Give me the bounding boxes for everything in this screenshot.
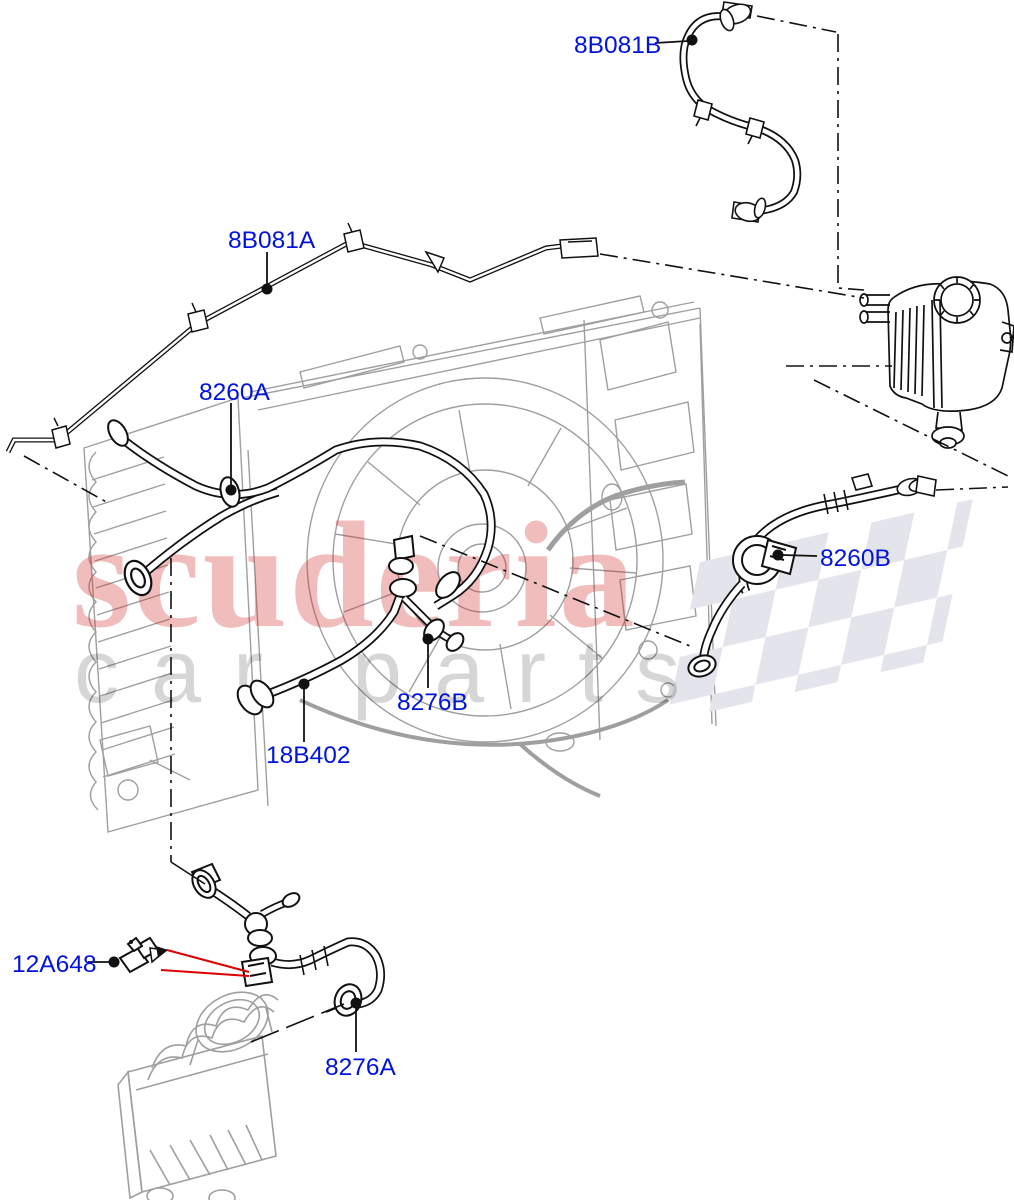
red-pointer-arrows [160, 949, 250, 977]
part-label-8260a[interactable]: 8260A [199, 379, 271, 406]
link-line-solid [170, 861, 206, 885]
watermark-tagline: car parts [74, 622, 712, 722]
sensor-12a648 [118, 936, 168, 974]
hose-8276a-assembly [190, 862, 386, 1017]
part-label-18b402[interactable]: 18B402 [266, 742, 350, 769]
degas-hose-8b081a [5, 222, 599, 454]
hose-8260a [107, 419, 496, 610]
part-label-12a648[interactable]: 12A648 [12, 951, 96, 978]
watermark-brand: scuderia [72, 491, 637, 659]
part-label-8b081a[interactable]: 8B081A [228, 227, 316, 254]
part-label-8b081b[interactable]: 8B081B [574, 32, 661, 59]
hose-8260b [687, 473, 937, 678]
radiator-fan-carrier-structure [83, 295, 717, 1200]
radiator-hoses-center [107, 419, 496, 716]
leader-dots [108, 34, 784, 1009]
part-label-8260b[interactable]: 8260B [820, 545, 891, 572]
expansion-tank [859, 276, 1014, 449]
dash-dot-lines [23, 15, 1009, 1043]
fan-spokes [334, 409, 637, 710]
part-label-8276a[interactable]: 8276A [325, 1054, 397, 1081]
intercooler [117, 991, 279, 1200]
part-number-labels: 8B081B 8B081A 8260A 8260B 8276B 18B402 1… [12, 32, 891, 1081]
hose-18b402 [236, 534, 417, 716]
degas-hose-8b081b [679, 1, 802, 223]
radiator-end-tank-wave [88, 451, 99, 811]
leader-lines [88, 40, 818, 1052]
part-label-8276b[interactable]: 8276B [397, 689, 468, 716]
